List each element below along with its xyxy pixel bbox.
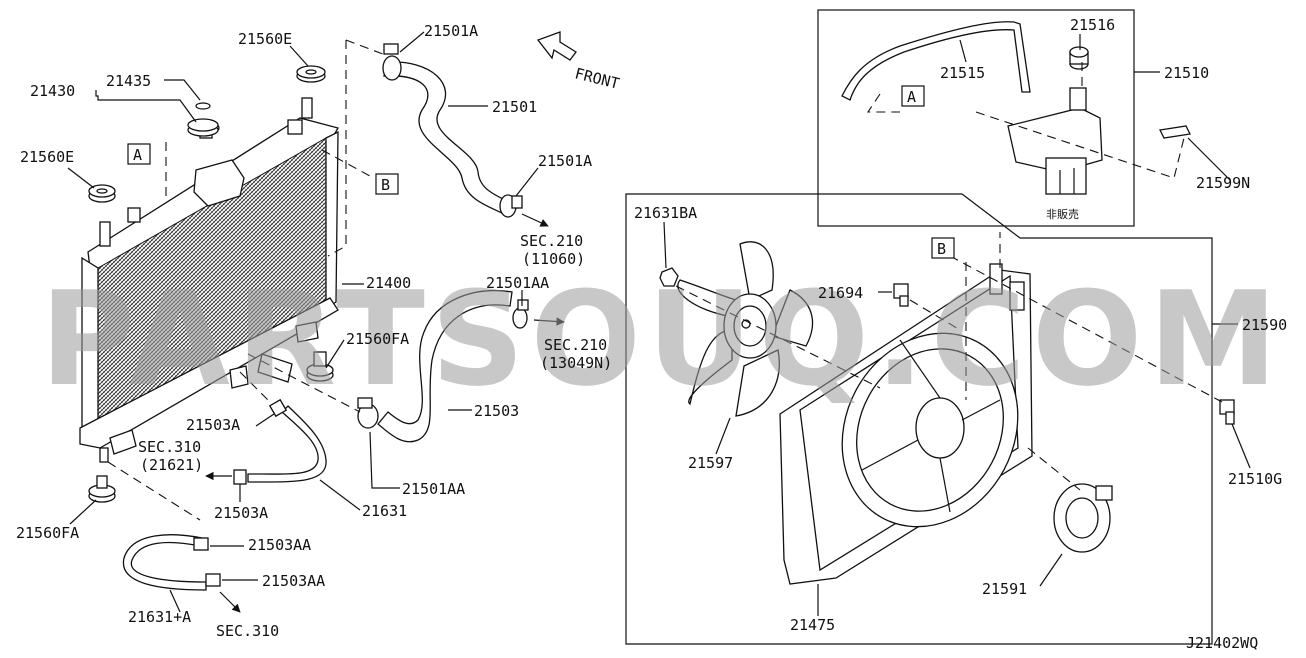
clamp-21501aa-top bbox=[512, 299, 529, 329]
ref-marker-b-left: B bbox=[375, 173, 399, 195]
nut-21631ba bbox=[659, 267, 679, 287]
reservoir-tank bbox=[1007, 87, 1103, 195]
fan-inset-frame bbox=[625, 193, 1213, 645]
label-not-for-sale: 非販売 bbox=[1046, 208, 1079, 221]
label-sec310: SEC.310 bbox=[216, 622, 279, 640]
svg-text:A: A bbox=[907, 88, 916, 106]
label-21503aa-upper: 21503AA bbox=[248, 536, 311, 554]
label-21400: 21400 bbox=[366, 274, 411, 292]
label-21631a: 21631+A bbox=[128, 608, 191, 626]
grommet-21560e-top bbox=[296, 65, 326, 83]
grommet-21560e-left bbox=[88, 184, 116, 203]
label-21503a-upper: 21503A bbox=[186, 416, 240, 434]
label-21694: 21694 bbox=[818, 284, 863, 302]
part-labels: 21560E 21435 21430 21560E 21501A 21501 2… bbox=[16, 16, 1287, 652]
clamp-21503a-upper bbox=[268, 398, 288, 418]
svg-text:B: B bbox=[381, 176, 390, 194]
clamp-21503a-lower bbox=[233, 469, 247, 485]
label-21631ba: 21631BA bbox=[634, 204, 697, 222]
label-21503aa-lower: 21503AA bbox=[262, 572, 325, 590]
clamp-21503aa-upper bbox=[193, 537, 209, 551]
label-21503: 21503 bbox=[474, 402, 519, 420]
front-arrow-icon bbox=[536, 31, 577, 61]
label-21560fa-mid: 21560FA bbox=[346, 330, 409, 348]
label-21597: 21597 bbox=[688, 454, 733, 472]
lower-hose-21503 bbox=[377, 290, 513, 443]
label-21510: 21510 bbox=[1164, 64, 1209, 82]
label-sec310-21621-2: (21621) bbox=[140, 456, 203, 474]
label-front: FRONT bbox=[573, 64, 621, 92]
ref-marker-a-inset: A bbox=[901, 85, 925, 107]
label-21590: 21590 bbox=[1242, 316, 1287, 334]
fan-motor-21591 bbox=[1053, 483, 1113, 553]
label-sec210-11060-1: SEC.210 bbox=[520, 232, 583, 250]
label-21599n-shape bbox=[1159, 125, 1191, 139]
upper-hose-21501 bbox=[383, 61, 513, 215]
label-21501aa-bottom: 21501AA bbox=[402, 480, 465, 498]
clamp-21501a-mid bbox=[499, 194, 523, 218]
label-sec210-13049n-2: (13049N) bbox=[540, 354, 612, 372]
label-21560e-top: 21560E bbox=[238, 30, 292, 48]
ref-marker-b-inset: B bbox=[931, 237, 955, 259]
label-21510g: 21510G bbox=[1228, 470, 1282, 488]
label-21501: 21501 bbox=[492, 98, 537, 116]
label-21560e-left: 21560E bbox=[20, 148, 74, 166]
hose-21631a bbox=[122, 534, 207, 591]
bolt-21510g bbox=[1219, 399, 1235, 425]
label-21501a-top: 21501A bbox=[424, 22, 478, 40]
label-21516: 21516 bbox=[1070, 16, 1115, 34]
bolt-21694 bbox=[893, 283, 909, 307]
watermark: PARTSOUQ.COM bbox=[40, 263, 1284, 415]
label-21560fa-bottom: 21560FA bbox=[16, 524, 79, 542]
svg-text:A: A bbox=[133, 146, 142, 164]
label-21435: 21435 bbox=[106, 72, 151, 90]
ref-marker-a-left: A bbox=[127, 143, 151, 165]
label-21501a-mid: 21501A bbox=[538, 152, 592, 170]
hose-21631 bbox=[247, 405, 327, 483]
arrow-sec210-13049n bbox=[533, 317, 565, 326]
clamp-21501aa-bottom bbox=[357, 397, 379, 429]
label-21515: 21515 bbox=[940, 64, 985, 82]
label-sec210-11060-2: (11060) bbox=[522, 250, 585, 268]
leader-lines bbox=[67, 31, 1251, 616]
reservoir-hose-21515 bbox=[841, 21, 1031, 101]
reservoir-cap-21516 bbox=[1069, 46, 1089, 70]
label-21503a-lower: 21503A bbox=[214, 504, 268, 522]
clamp-21501a-top bbox=[382, 43, 402, 81]
label-21599n: 21599N bbox=[1196, 174, 1250, 192]
arrow-sec210-11060 bbox=[521, 213, 549, 227]
label-diagram-code: J21402WQ bbox=[1186, 634, 1258, 652]
grommet-21560fa-bottom bbox=[88, 475, 116, 503]
label-21631: 21631 bbox=[362, 502, 407, 520]
fan-shroud-21475 bbox=[779, 263, 1033, 585]
label-sec310-21621-1: SEC.310 bbox=[138, 438, 201, 456]
label-21430: 21430 bbox=[30, 82, 75, 100]
arrow-sec310 bbox=[219, 591, 241, 613]
radiator bbox=[79, 97, 339, 463]
label-21475: 21475 bbox=[790, 616, 835, 634]
svg-text:B: B bbox=[937, 240, 946, 258]
label-sec210-13049n-1: SEC.210 bbox=[544, 336, 607, 354]
cap-21430 bbox=[187, 102, 219, 137]
clamp-21503aa-lower bbox=[205, 573, 221, 587]
label-21591: 21591 bbox=[982, 580, 1027, 598]
label-21501aa-top: 21501AA bbox=[486, 274, 549, 292]
fan-blade-21597 bbox=[677, 241, 814, 417]
